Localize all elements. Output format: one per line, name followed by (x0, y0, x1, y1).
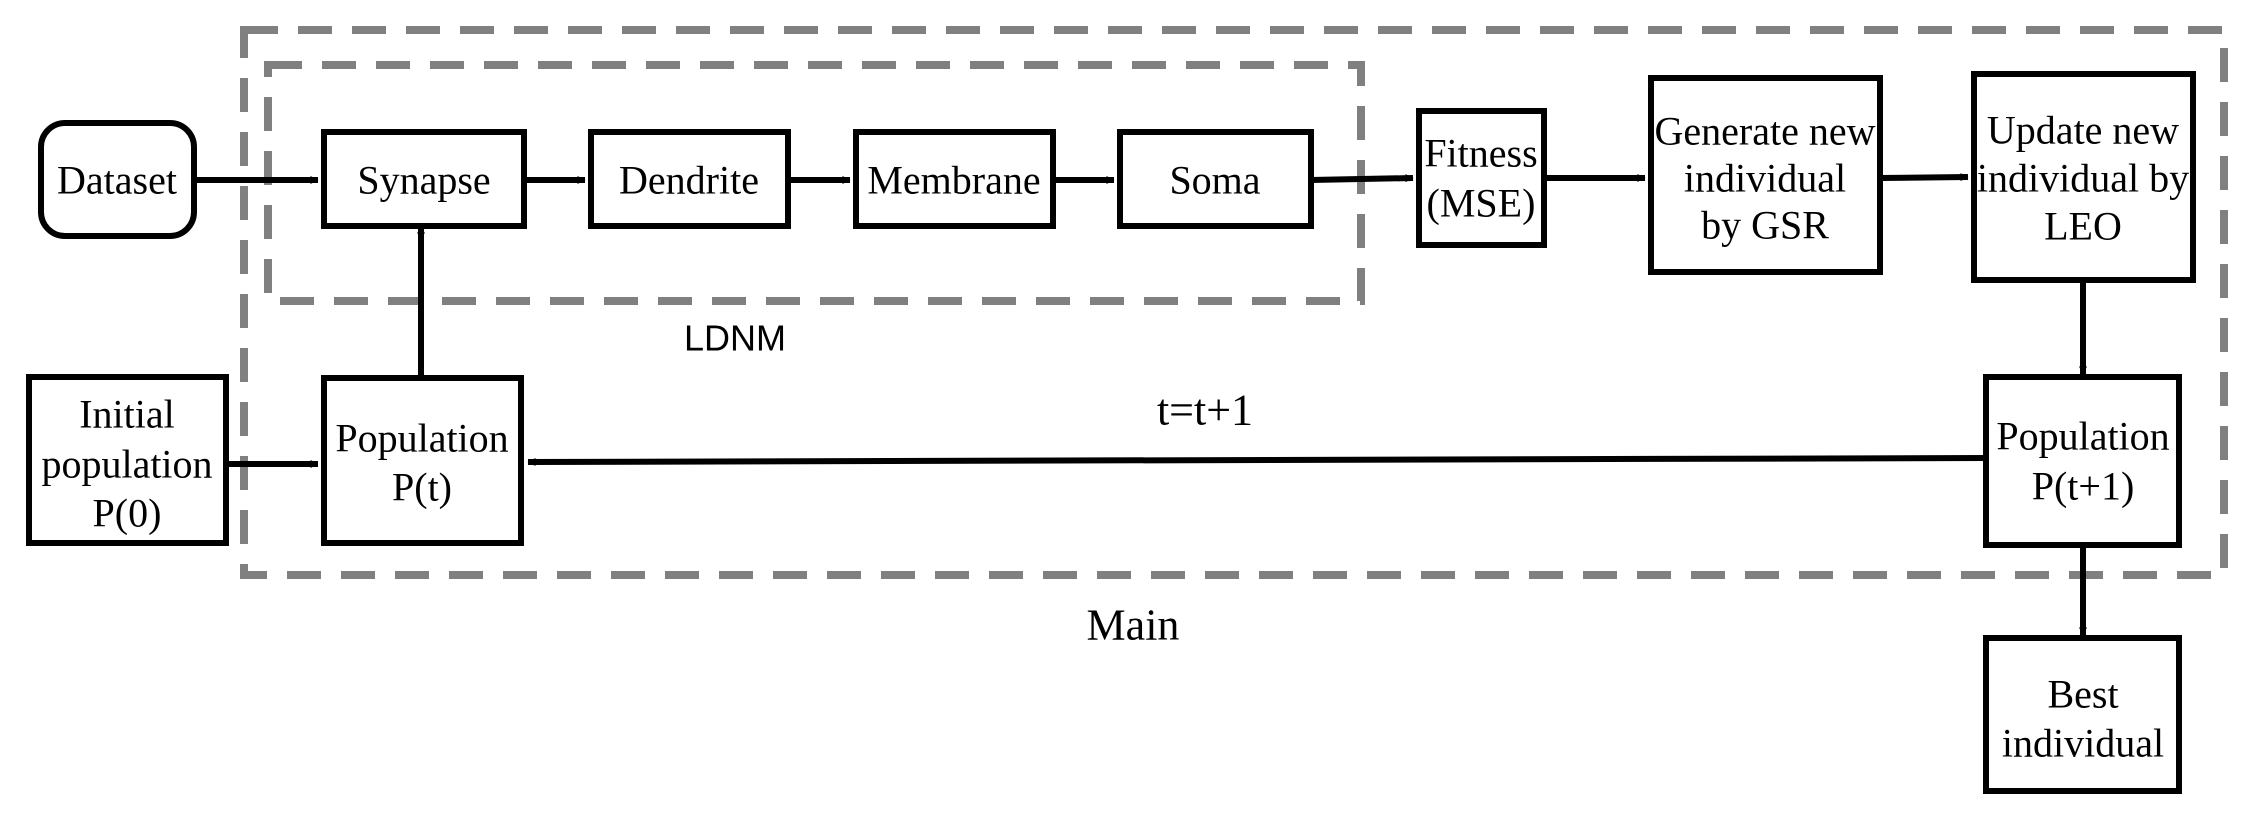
dendrite-label: Dendrite (619, 158, 759, 203)
generate-label-line-1: Generate new (1655, 109, 1876, 154)
update-label-line-2: individual by (1977, 156, 2189, 201)
fitness-box (1416, 108, 1547, 248)
fitness-label-line-1: Fitness (1424, 131, 1537, 176)
edge-generate-update (1879, 173, 1969, 182)
soma-box (1117, 129, 1314, 229)
population-t1-label-line-2: P(t+1) (2032, 464, 2135, 509)
generate-label-line-3: by GSR (1701, 203, 1829, 248)
population-t1-box (1983, 374, 2182, 548)
update-box (1971, 71, 2196, 283)
population-t-box (321, 375, 524, 546)
synapse-box (321, 129, 527, 229)
membrane-label: Membrane (867, 158, 1040, 203)
best-individual-label-line-2: individual (2002, 721, 2164, 766)
synapse-label: Synapse (357, 158, 490, 203)
initial-population-box (26, 374, 229, 546)
main-group-frame (240, 26, 2228, 579)
update-label-line-1: Update new (1987, 108, 2179, 153)
population-t-label-line-1: Population (335, 416, 508, 461)
population-t-label-line-2: P(t) (392, 465, 452, 510)
fitness-label-line-2: (MSE) (1427, 181, 1536, 226)
edge-population-t1-population-t (527, 455, 1987, 466)
best-individual-label-line-1: Best (2047, 672, 2118, 717)
generate-box (1648, 75, 1883, 275)
ldnm-group-label: LDNM (684, 318, 786, 359)
loop-label: t=t+1 (1157, 386, 1253, 435)
population-t1-label-line-1: Population (1996, 414, 2169, 459)
update-label-line-3: LEO (2044, 204, 2122, 249)
membrane-box (853, 129, 1056, 229)
dataset-box (38, 120, 197, 239)
dataset-label: Dataset (57, 158, 177, 203)
initial-population-label-line-2: population (41, 442, 212, 487)
edge-soma-fitness (1310, 174, 1414, 183)
main-group-label: Main (1087, 601, 1180, 650)
initial-population-label-line-1: Initial (79, 392, 175, 437)
soma-label: Soma (1169, 158, 1260, 203)
best-individual-box (1983, 635, 2182, 794)
generate-label-line-2: individual (1684, 156, 1846, 201)
initial-population-label-line-3: P(0) (93, 491, 162, 536)
dendrite-box (588, 129, 791, 229)
